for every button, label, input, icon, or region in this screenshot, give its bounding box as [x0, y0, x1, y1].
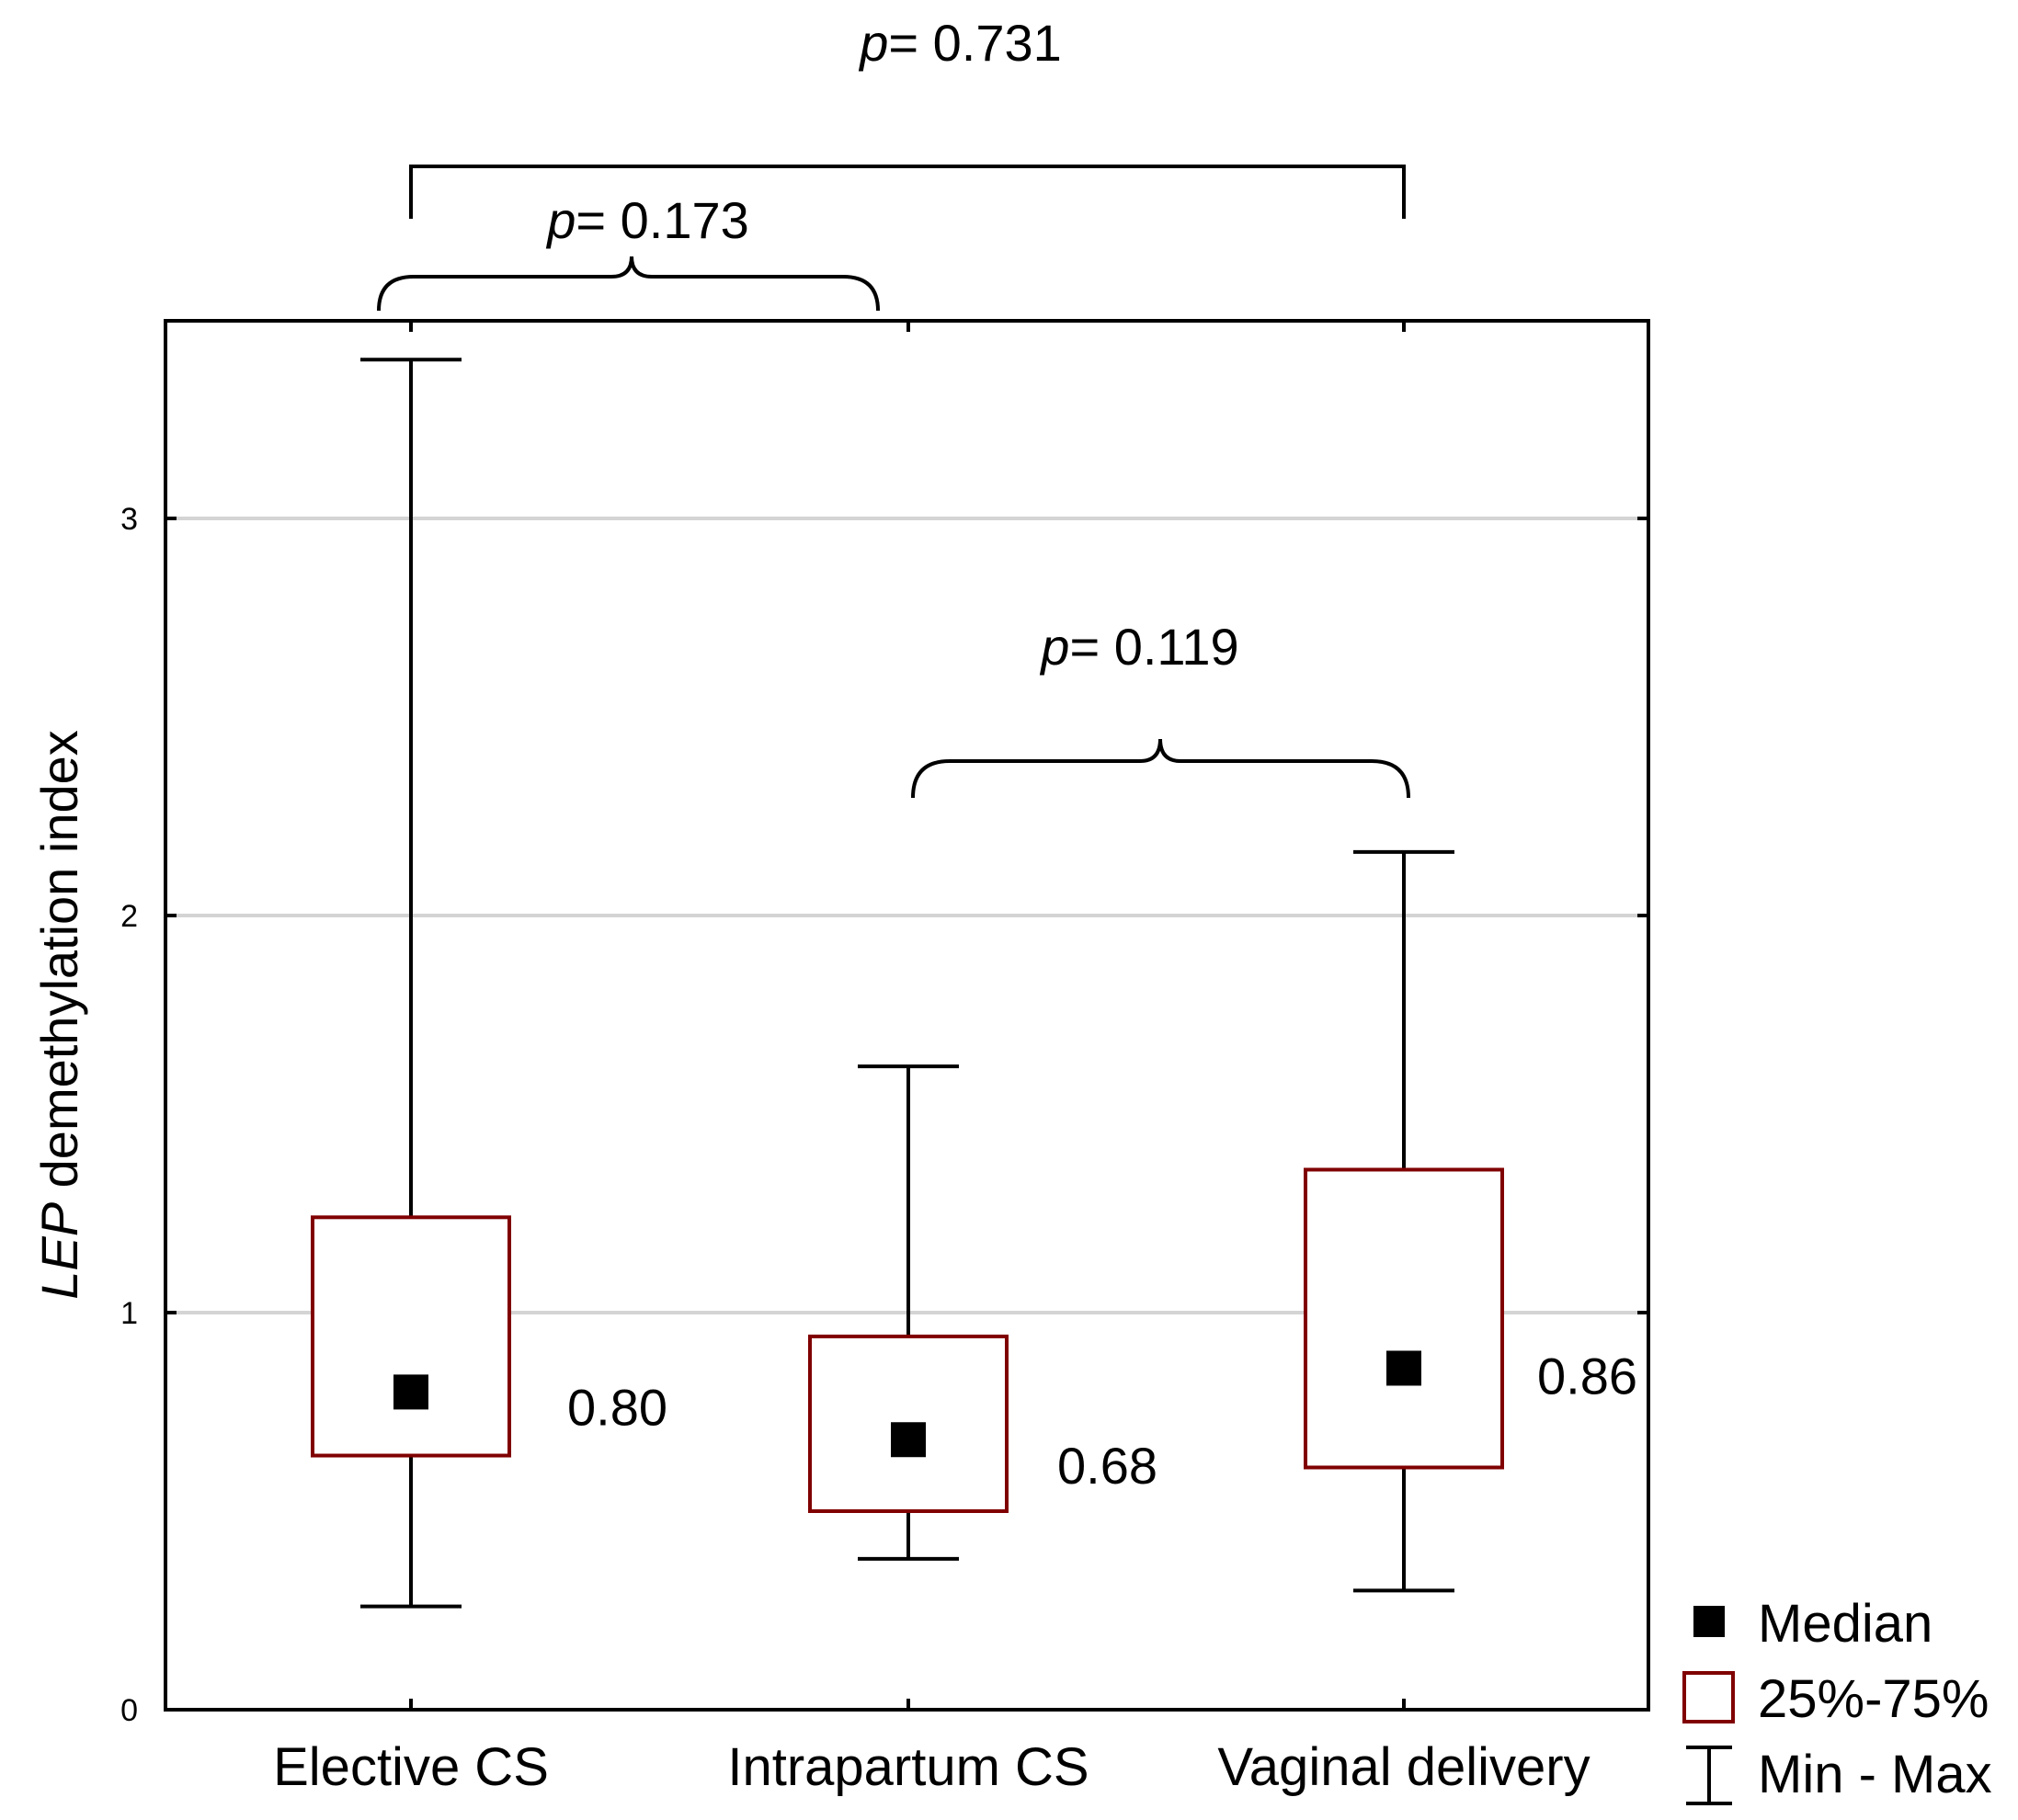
p-value: = 0.731	[888, 14, 1061, 72]
box-group-2: 0.86	[1304, 849, 1637, 1593]
x-category-label-2: Vaginal delivery	[1217, 1737, 1590, 1797]
median-label-0: 0.80	[567, 1378, 667, 1436]
legend-minmax-swatch	[1686, 1746, 1732, 1805]
median-marker-2	[1386, 1350, 1421, 1386]
legend-median-label: Median	[1758, 1594, 1932, 1654]
legend-iqr-swatch	[1682, 1671, 1735, 1723]
bracket-intrapartum-vaginal: p= 0.119	[911, 618, 1410, 799]
bracket-line-0	[409, 165, 1406, 219]
p-symbol: p	[545, 191, 576, 249]
legend: Median 25%-75% Min - Max	[1682, 1594, 1992, 1805]
y-tick-label-2: 2	[120, 899, 138, 934]
x-category-label-0: Elective CS	[273, 1737, 549, 1797]
p-symbol: p	[1039, 618, 1069, 676]
y-axis-label-rest: demethylation index	[30, 730, 88, 1202]
legend-minmax-label: Min - Max	[1758, 1745, 1992, 1804]
box-group-1: 0.68	[808, 1064, 1157, 1561]
p-value-label-0: p= 0.731	[858, 14, 1062, 72]
y-tick-label-0: 0	[120, 1693, 138, 1728]
bracket-line-2	[911, 738, 1410, 799]
median-marker-1	[891, 1422, 926, 1458]
p-value: = 0.119	[1069, 618, 1238, 676]
p-value-label-2: p= 0.119	[1039, 618, 1238, 676]
p-symbol: p	[858, 14, 888, 72]
iqr-box-0	[311, 1215, 511, 1458]
bracket-elective-vaginal: p= 0.731	[409, 14, 1406, 219]
p-value-label-1: p= 0.173	[545, 191, 749, 249]
plot-frame	[164, 319, 1650, 1712]
y-axis-label-gene: LEP	[30, 1202, 88, 1300]
legend-iqr-label: 25%-75%	[1758, 1669, 1989, 1729]
box-series: 0.80 0.68 0.86	[311, 358, 1637, 1609]
median-marker-0	[393, 1374, 428, 1410]
box-group-0: 0.80	[311, 358, 667, 1609]
y-tick-label-1: 1	[120, 1296, 138, 1331]
median-label-2: 0.86	[1537, 1347, 1637, 1405]
p-value: = 0.173	[576, 191, 748, 249]
bracket-line-1	[377, 256, 880, 312]
iqr-box-2	[1304, 1167, 1504, 1470]
legend-median-swatch	[1693, 1606, 1725, 1637]
y-tick-label-3: 3	[120, 502, 138, 537]
y-axis-label: LEP demethylation index	[30, 730, 88, 1300]
bracket-elective-intrapartum: p= 0.173	[377, 191, 880, 312]
median-label-1: 0.68	[1057, 1437, 1157, 1495]
x-category-label-1: Intrapartum CS	[727, 1737, 1089, 1797]
